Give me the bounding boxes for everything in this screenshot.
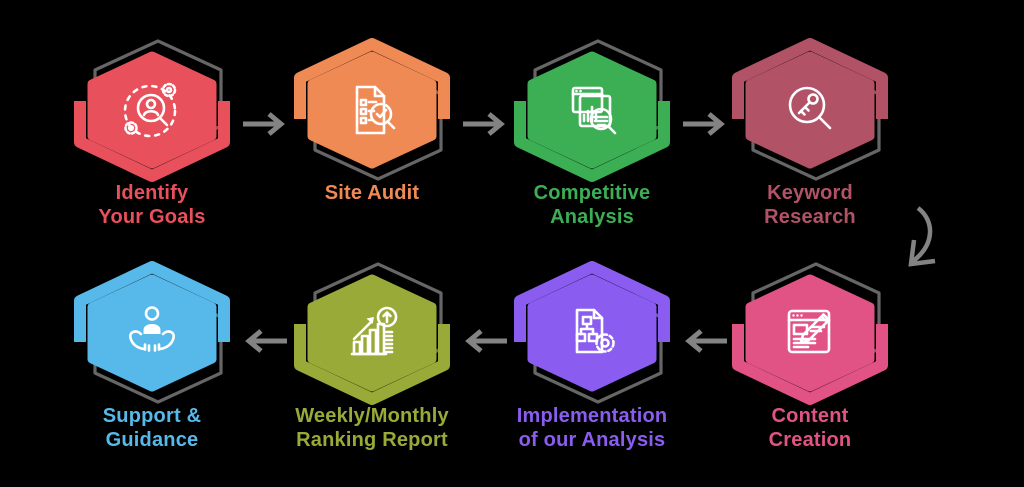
step-competitive-analysis: Competitive Analysis (482, 15, 702, 229)
step-label-line1: Identify (115, 182, 189, 204)
step-keyword-research: Keyword Research (700, 15, 920, 229)
hexagon-badge (514, 261, 670, 404)
step-support-guidance: Support & Guidance (42, 238, 262, 452)
step-label-line2: Your Goals (98, 206, 206, 228)
step-label-line1: Competitive (533, 182, 651, 204)
identify-goals-icon (123, 82, 177, 138)
step-label: Competitive Analysis (482, 181, 702, 229)
competitive-analysis-icon (571, 86, 617, 135)
step-label: Weekly/Monthly Ranking Report (262, 404, 482, 452)
step-label-line1: Support & (102, 405, 202, 427)
step-label-line2: Ranking Report (296, 429, 448, 451)
step-label: Identify Your Goals (42, 181, 262, 229)
keyword-research-icon (788, 86, 832, 130)
step-label-line1: Implementation (516, 405, 668, 427)
arrow-right-icon (463, 112, 505, 136)
implementation-icon (575, 308, 615, 354)
step-label-line1: Content (771, 405, 849, 427)
step-label-line2: Research (764, 206, 856, 228)
ranking-report-icon (350, 306, 398, 356)
arrow-left-icon (245, 329, 287, 353)
step-label-line2: Analysis (550, 206, 634, 228)
step-label: Keyword Research (700, 181, 920, 229)
hexagon-badge (514, 39, 670, 182)
step-label-line1: Keyword (767, 182, 853, 204)
step-label-line2: of our Analysis (518, 429, 666, 451)
hexagon-badge (294, 262, 450, 405)
hexagon-badge (294, 38, 450, 181)
step-label: Implementation of our Analysis (482, 404, 702, 452)
step-label-line2: Creation (768, 429, 852, 451)
step-label-line1: Site Audit (324, 182, 420, 204)
arrow-left-icon (465, 329, 507, 353)
step-site-audit: Site Audit (262, 15, 482, 205)
step-label: Support & Guidance (42, 404, 262, 452)
step-label-line2: Guidance (105, 429, 199, 451)
hexagon-badge (732, 38, 888, 181)
step-label-line1: Weekly/Monthly (295, 405, 449, 427)
arrow-right-icon (243, 112, 285, 136)
step-weekly-monthly-ranking-report: Weekly/Monthly Ranking Report (262, 238, 482, 452)
arrow-left-icon (685, 329, 727, 353)
hexagon-badge (732, 262, 888, 405)
step-label: Site Audit (262, 181, 482, 205)
step-label: Content Creation (700, 404, 920, 452)
step-implementation-of-analysis: Implementation of our Analysis (482, 238, 702, 452)
content-creation-icon (787, 309, 831, 354)
support-guidance-icon (129, 306, 175, 352)
step-identify-your-goals: Identify Your Goals (42, 15, 262, 229)
hexagon-badge (74, 261, 230, 404)
hexagon-badge (74, 39, 230, 182)
site-audit-icon (355, 85, 396, 135)
arrow-right-icon (683, 112, 725, 136)
arrow-curve-down-icon (908, 206, 936, 267)
step-content-creation: Content Creation (700, 238, 920, 452)
